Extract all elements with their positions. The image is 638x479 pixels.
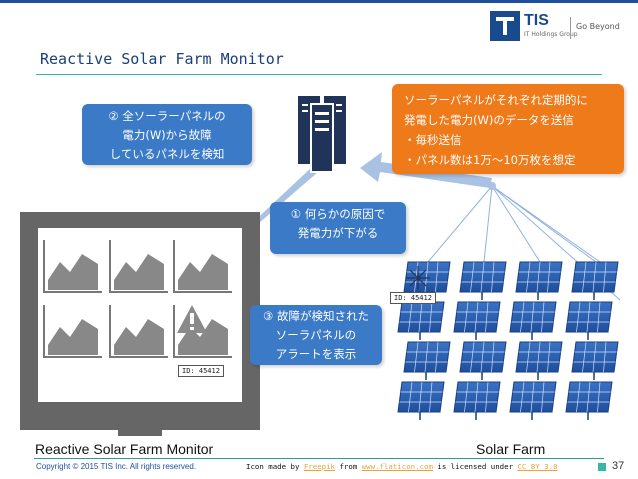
credit-prefix: Icon made by (246, 462, 304, 471)
callout-drop-line1: ① 何らかの原因で (270, 205, 406, 224)
credit-licensed: is licensed under (433, 462, 518, 471)
solar-panel-icon (454, 302, 500, 340)
solar-panel-icon (460, 342, 506, 380)
callout-drop-line2: 発電力が下がる (270, 224, 406, 243)
solar-panel-icon (454, 382, 500, 420)
connection-line (484, 186, 492, 262)
page-number: 37 (612, 460, 624, 472)
callout-detect-line3: しているパネルを検知 (82, 145, 252, 164)
page-marker (598, 463, 606, 471)
footer-rule (34, 458, 604, 459)
solar-panel-icon (510, 302, 556, 340)
credit-author-link[interactable]: Freepik (304, 462, 335, 471)
callout-alert-line2: ソーラパネルの (250, 326, 382, 345)
credit-license-link[interactable]: CC BY 3.0 (517, 462, 557, 471)
data-hub-dot (488, 182, 496, 190)
callout-send-data: ソーラーパネルがそれぞれ定期的に 発電した電力(W)のデータを送信 ・毎秒送信 … (392, 84, 624, 174)
credit-from: from (335, 462, 362, 471)
solar-farm-label: Solar Farm (476, 441, 545, 457)
callout-send-line2: 発電した電力(W)のデータを送信 (404, 110, 624, 130)
copyright-text: Copyright © 2015 TIS Inc. All rights res… (36, 462, 196, 471)
solar-panel-icon (404, 342, 450, 380)
solar-panel-icon (572, 262, 618, 300)
callout-alert: ③ 故障が検知された ソーラパネルの アラートを表示 (250, 305, 382, 365)
callout-power-drop: ① 何らかの原因で 発電力が下がる (270, 202, 406, 254)
solar-panel-icon (510, 382, 556, 420)
icon-credit: Icon made by Freepik from www.flaticon.c… (246, 462, 558, 471)
solar-panel-icon (572, 342, 618, 380)
connection-line (492, 186, 600, 262)
solar-panel-icon (516, 342, 562, 380)
monitor-id-tag: ID: 45412 (178, 365, 224, 377)
solar-panel-icon (516, 262, 562, 300)
credit-site-link[interactable]: www.flaticon.com (362, 462, 433, 471)
monitor-icon (20, 212, 260, 436)
monitor-label: Reactive Solar Farm Monitor (35, 441, 213, 457)
callout-alert-line3: アラートを表示 (250, 345, 382, 364)
connection-line (492, 186, 540, 262)
callout-send-line4: ・パネル数は1万〜10万枚を想定 (404, 150, 624, 170)
panel-id-tag: ID: 45412 (390, 292, 436, 304)
connection-line (428, 186, 492, 262)
server-icon (298, 96, 346, 172)
solar-farm-panels (398, 262, 618, 420)
solar-panel-icon (398, 382, 444, 420)
callout-detect-line2: 電力(W)から故障 (82, 126, 252, 145)
solar-panel-icon (566, 382, 612, 420)
callout-send-line3: ・毎秒送信 (404, 130, 624, 150)
solar-panel-icon (460, 262, 506, 300)
callout-detect: ② 全ソーラーパネルの 電力(W)から故障 しているパネルを検知 (82, 104, 252, 165)
solar-panel-icon (398, 302, 444, 340)
callout-alert-line1: ③ 故障が検知された (250, 307, 382, 326)
callout-detect-line1: ② 全ソーラーパネルの (82, 107, 252, 126)
callout-send-line1: ソーラーパネルがそれぞれ定期的に (404, 90, 624, 110)
solar-panel-icon (566, 302, 612, 340)
